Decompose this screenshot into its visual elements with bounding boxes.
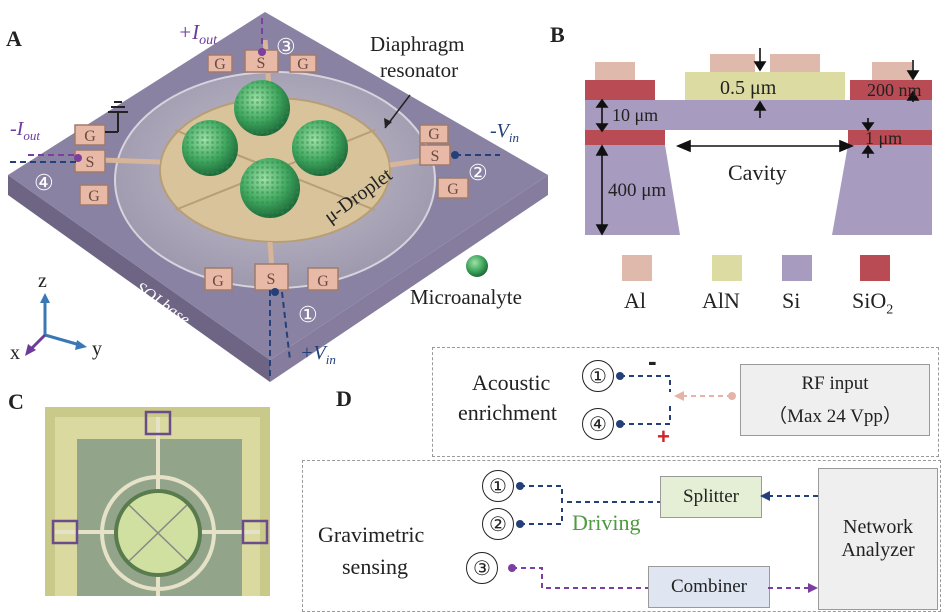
pad-g-label: G (297, 56, 309, 73)
device-illustration: G S G G S G G S G G S G (8, 12, 548, 382)
legend-sio-sub: 2 (886, 302, 894, 318)
circuit-connections (508, 372, 818, 593)
legend-swatch-al (622, 255, 652, 281)
dim-10um: 10 μm (612, 105, 659, 125)
dim-1um: 1 μm (865, 128, 903, 148)
port-3-label: ③ (276, 34, 296, 59)
axis-y-label: y (92, 338, 102, 360)
pad-g-label: G (428, 126, 440, 143)
minus-vin-main: -V (490, 120, 509, 142)
panel-b: B 0.5 μm 200 nm 10 μm 1 μm 400 μm Cavity (550, 0, 945, 330)
splitter-box: Splitter (660, 476, 762, 518)
panel-label-d: D (336, 386, 352, 411)
pad-s-label: S (431, 148, 440, 165)
rf-label-2: （Max 24 Vpp） (768, 405, 902, 427)
plus-sign: + (657, 424, 670, 449)
grav-label-2: sensing (342, 554, 408, 579)
gsg-pads (74, 49, 469, 291)
pad-s-label: S (267, 271, 276, 288)
axis-x-label: x (10, 342, 20, 364)
network-analyzer-box: Network Analyzer (818, 468, 938, 610)
acoustic-box (432, 347, 939, 457)
slab-left-face (8, 175, 270, 382)
diaphragm-label: Diaphragm (370, 32, 465, 56)
plus-iout-label: +Iout (178, 20, 217, 49)
rf-label-1: RF input (801, 372, 869, 394)
network-label-1: Network (843, 516, 913, 538)
slab-right-face (270, 175, 548, 382)
dim-0-5um: 0.5 μm (720, 77, 777, 99)
plus-vin-sub: in (325, 352, 336, 367)
minus-vin-label: -Vin (490, 120, 519, 146)
minus-iout-sub: out (23, 128, 40, 143)
minus-iout-main: -I (10, 118, 24, 140)
cross-section-diagram (585, 48, 932, 236)
panel-c: C (0, 385, 330, 596)
circle-4: ④ (582, 408, 614, 440)
port-1-label: ① (298, 302, 318, 327)
panel-label-a: A (6, 26, 22, 51)
pad-g-label: G (317, 273, 329, 290)
legend-swatch-aln (712, 255, 742, 281)
minus-vin-sub: in (508, 130, 520, 145)
pad-s-label: S (86, 154, 95, 171)
network-label-2: Analyzer (841, 539, 915, 561)
circle-1: ① (482, 470, 514, 502)
pad-g-label: G (88, 188, 100, 205)
circle-1: ① (582, 360, 614, 392)
legend-label-aln: AlN (702, 288, 740, 313)
legend-label-sio2: SiO2 (852, 288, 893, 318)
panel-label-c: C (8, 389, 24, 414)
pad-g-label: G (214, 56, 226, 73)
driving-label: Driving (572, 510, 641, 535)
plus-iout-sub: out (199, 33, 218, 49)
port-2-label: ② (468, 160, 488, 185)
dim-400um: 400 μm (608, 180, 667, 201)
cavity-label: Cavity (728, 160, 787, 185)
circle-3: ③ (466, 552, 498, 584)
legend-swatch-si (782, 255, 812, 281)
legend-swatch-sio2 (860, 255, 890, 281)
rf-input-box: RF input （Max 24 Vpp） (740, 364, 930, 436)
plus-vin-main: +V (300, 342, 326, 364)
pad-s-label: S (257, 55, 266, 72)
minus-sign: - (648, 346, 657, 376)
panel-d: D Acoustic enrichment ① ④ - + RF input （… (302, 330, 945, 612)
circle-2: ② (482, 508, 514, 540)
resonator-label: resonator (380, 58, 459, 82)
plus-vin-label: +Vin (300, 342, 336, 368)
plus-iout-main: +I (178, 20, 200, 44)
micrograph (45, 407, 270, 596)
panel-label-b: B (550, 22, 565, 47)
pad-g-label: G (212, 273, 224, 290)
pad-g-label: G (447, 181, 459, 198)
pad-g-label: G (84, 128, 96, 145)
acoustic-label-1: Acoustic (472, 370, 551, 395)
microanalyte-spheres (182, 80, 348, 218)
legend-label-si: Si (782, 288, 801, 313)
axis-z-label: z (38, 270, 47, 292)
acoustic-label-2: enrichment (458, 400, 557, 425)
microanalyte-label: Microanalyte (410, 285, 522, 309)
grav-label-1: Gravimetric (318, 522, 425, 547)
legend-sio-main: SiO (852, 288, 887, 313)
dim-200nm: 200 nm (867, 80, 922, 100)
microanalyte-icon (466, 255, 488, 277)
minus-iout-label: -Iout (10, 118, 40, 144)
legend-label-al: Al (624, 288, 646, 313)
panel-a: A (0, 0, 560, 385)
port-4-label: ④ (34, 170, 54, 195)
